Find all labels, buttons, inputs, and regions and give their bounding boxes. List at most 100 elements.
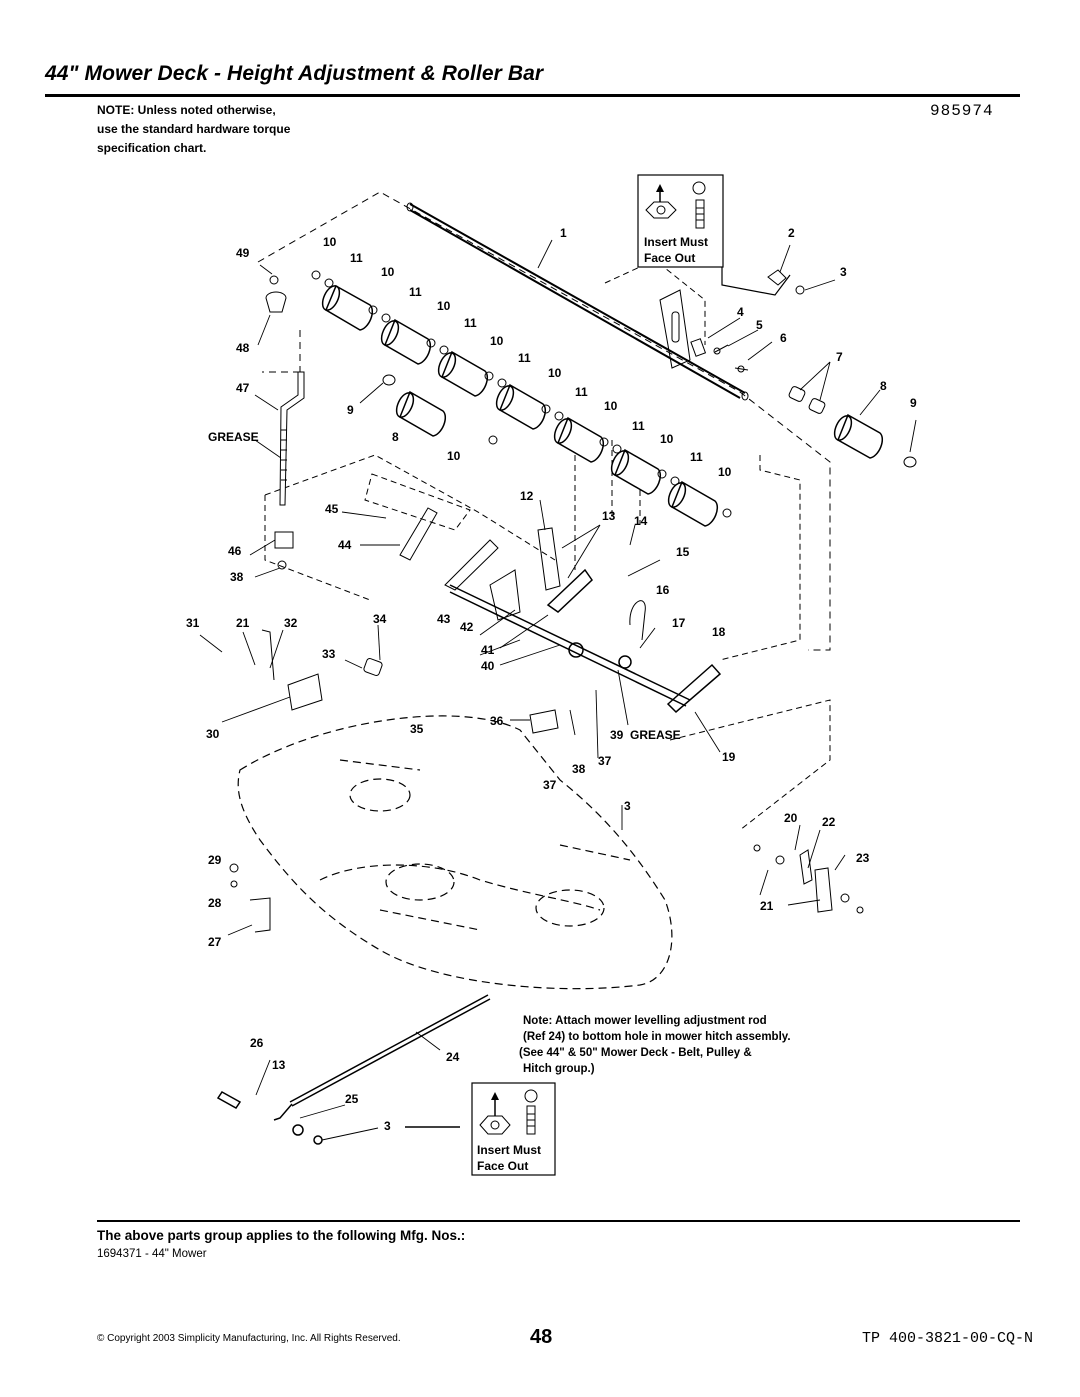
callout: 7 <box>836 350 843 364</box>
callout: 10 <box>437 299 451 313</box>
callout: 16 <box>656 583 670 597</box>
roller-bar-rod <box>406 202 749 401</box>
grease-label: GREASE <box>208 430 259 444</box>
callout: 32 <box>284 616 298 630</box>
insert-must-face-out-box: Insert Must Face Out <box>637 174 724 268</box>
callout: 13 <box>602 509 616 523</box>
callout: 26 <box>250 1036 264 1050</box>
roller <box>321 284 374 331</box>
callout: 19 <box>722 750 736 764</box>
roller <box>380 318 432 365</box>
callout: 4 <box>737 305 744 319</box>
callout: 9 <box>347 403 354 417</box>
spring <box>629 600 646 641</box>
insert-label: Face Out <box>477 1159 528 1173</box>
callout: 10 <box>604 399 618 413</box>
roller <box>610 448 662 495</box>
callout: 22 <box>822 815 836 829</box>
callout: 30 <box>206 727 220 741</box>
callout: 34 <box>373 612 387 626</box>
callout: 38 <box>572 762 586 776</box>
torque-note: NOTE: Unless noted otherwise, use the st… <box>97 101 290 158</box>
roller <box>437 350 489 397</box>
callout: 15 <box>676 545 690 559</box>
lift-shaft <box>449 568 722 714</box>
washer <box>311 270 732 518</box>
height-bracket <box>659 289 749 373</box>
footer-rule <box>97 1220 1020 1222</box>
callout: 31 <box>186 616 200 630</box>
callout: 9 <box>910 396 917 410</box>
callout: 37 <box>598 754 612 768</box>
callout: 2 <box>788 226 795 240</box>
insert-label: Insert Must <box>644 235 708 249</box>
page-number: 48 <box>530 1326 553 1348</box>
document-code: TP 400-3821-00-CQ-N <box>862 1330 1034 1347</box>
title-rule <box>45 94 1020 97</box>
hitch-note-line: Hitch group.) <box>523 1063 595 1075</box>
nut-and-bolt-2-3 <box>767 269 805 295</box>
bushing <box>382 374 917 468</box>
roller <box>495 383 547 430</box>
callout: 10 <box>323 235 337 249</box>
bracket <box>529 709 559 734</box>
roller <box>833 413 884 459</box>
callout: 17 <box>672 616 686 630</box>
callout: 18 <box>712 625 726 639</box>
hitch-link <box>753 844 864 914</box>
callout: 38 <box>230 570 244 584</box>
callout: 49 <box>236 246 250 260</box>
callout: 33 <box>322 647 336 661</box>
torque-note-line: NOTE: Unless noted otherwise, <box>97 103 276 117</box>
callout: 11 <box>409 285 422 299</box>
callout: 12 <box>520 489 534 503</box>
callout: 23 <box>856 851 870 865</box>
height-adjust-handle <box>265 275 305 506</box>
callout: 10 <box>660 432 674 446</box>
callout: 46 <box>228 544 242 558</box>
callout: 42 <box>460 620 474 634</box>
hitch-note-line: (Ref 24) to bottom hole in mower hitch a… <box>523 1031 791 1043</box>
page-title: 44" Mower Deck - Height Adjustment & Rol… <box>45 62 544 85</box>
callout: 25 <box>345 1092 359 1106</box>
callout: 8 <box>392 430 399 444</box>
insert-must-face-out-box: Insert Must Face Out <box>471 1082 556 1176</box>
callout: 3 <box>624 799 631 813</box>
callout: 5 <box>756 318 763 332</box>
hitch-note: Note: Attach mower levelling adjustment … <box>519 1015 791 1075</box>
callout: 40 <box>481 659 495 673</box>
roller <box>667 480 719 527</box>
callout: 20 <box>784 811 798 825</box>
roller <box>553 416 605 463</box>
callout: 21 <box>760 899 774 913</box>
mower-deck-outline <box>237 715 673 990</box>
callout: 43 <box>437 612 451 626</box>
callout: 10 <box>718 465 732 479</box>
callout: 44 <box>338 538 352 552</box>
callout: 47 <box>236 381 250 395</box>
callout: 37 <box>543 778 557 792</box>
callout: 27 <box>208 935 222 949</box>
callout: 29 <box>208 853 222 867</box>
callout: 10 <box>447 449 461 463</box>
callout: 11 <box>690 450 703 464</box>
hitch-note-line: (See 44" & 50" Mower Deck - Belt, Pulley… <box>519 1047 752 1059</box>
callout: 11 <box>518 351 531 365</box>
torque-note-line: specification chart. <box>97 141 207 155</box>
callout: 11 <box>350 251 363 265</box>
callout: 24 <box>446 1050 460 1064</box>
callout: 14 <box>634 514 648 528</box>
hitch-note-line: Note: Attach mower levelling adjustment … <box>523 1015 767 1027</box>
roller-group-outline <box>257 191 831 651</box>
deck-bracket <box>229 863 271 933</box>
callout: 35 <box>410 722 424 736</box>
callout: 11 <box>575 385 588 399</box>
callout: 11 <box>632 419 645 433</box>
callout-leaders <box>199 239 917 1141</box>
diagram-part-number: 985974 <box>930 102 994 120</box>
link-assembly <box>261 531 383 711</box>
callout: 45 <box>325 502 339 516</box>
callout: 1 <box>560 226 567 240</box>
mfg-number: 1694371 - 44" Mower <box>97 1248 207 1260</box>
